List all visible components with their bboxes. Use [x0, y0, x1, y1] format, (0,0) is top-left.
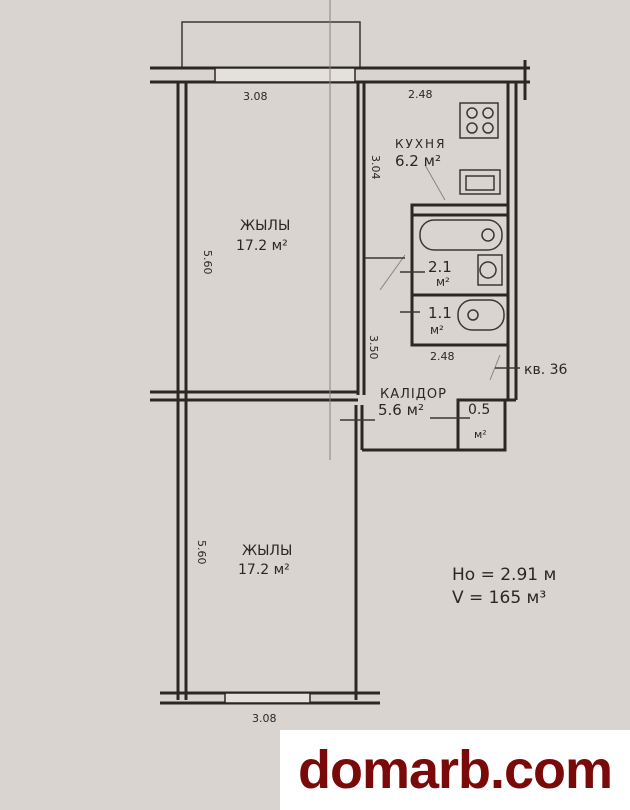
window-top [214, 67, 356, 83]
wc-area: 1.1 [428, 304, 452, 322]
closet-unit: м² [474, 428, 487, 441]
watermark-text: domarb.com [297, 740, 613, 800]
bathroom-block [410, 203, 510, 347]
watermark-banner: domarb.com [280, 730, 630, 810]
dim-kitchen-side: 3.04 [369, 155, 382, 180]
kitchen-area: 6.2 м² [395, 152, 441, 170]
corridor-name: КАЛІДОР [380, 387, 447, 402]
balcony-outline [181, 21, 361, 68]
dim-corridor-side: 3.50 [367, 335, 380, 360]
closet [456, 398, 507, 452]
dim-left-lower: 5.60 [195, 540, 208, 565]
bath-unit: м² [436, 275, 450, 289]
stove-icon [459, 102, 499, 139]
wc-unit: м² [430, 323, 444, 337]
height-note: Hо = 2.91 м [452, 565, 556, 585]
sink-icon [459, 169, 501, 195]
living1-name: ЖЫЛЫ [240, 218, 290, 234]
kitchen-name: КУХНЯ [395, 137, 446, 151]
living2-area: 17.2 м² [238, 562, 290, 578]
bath-area: 2.1 [428, 258, 452, 276]
corridor-area: 5.6 м² [378, 401, 424, 419]
dim-bottom: 3.08 [252, 712, 277, 725]
dim-top-right: 2.48 [408, 88, 433, 101]
dim-left-upper: 5.60 [201, 250, 214, 275]
dim-top-left: 3.08 [243, 90, 268, 103]
living1-area: 17.2 м² [236, 238, 288, 254]
living2-name: ЖЫЛЫ [242, 543, 292, 559]
closet-area: 0.5 [468, 402, 490, 418]
window-bottom [224, 692, 311, 704]
dim-bath-bottom: 2.48 [430, 350, 455, 363]
apartment-label: кв. 36 [524, 362, 568, 378]
volume-note: V = 165 м³ [452, 588, 546, 608]
